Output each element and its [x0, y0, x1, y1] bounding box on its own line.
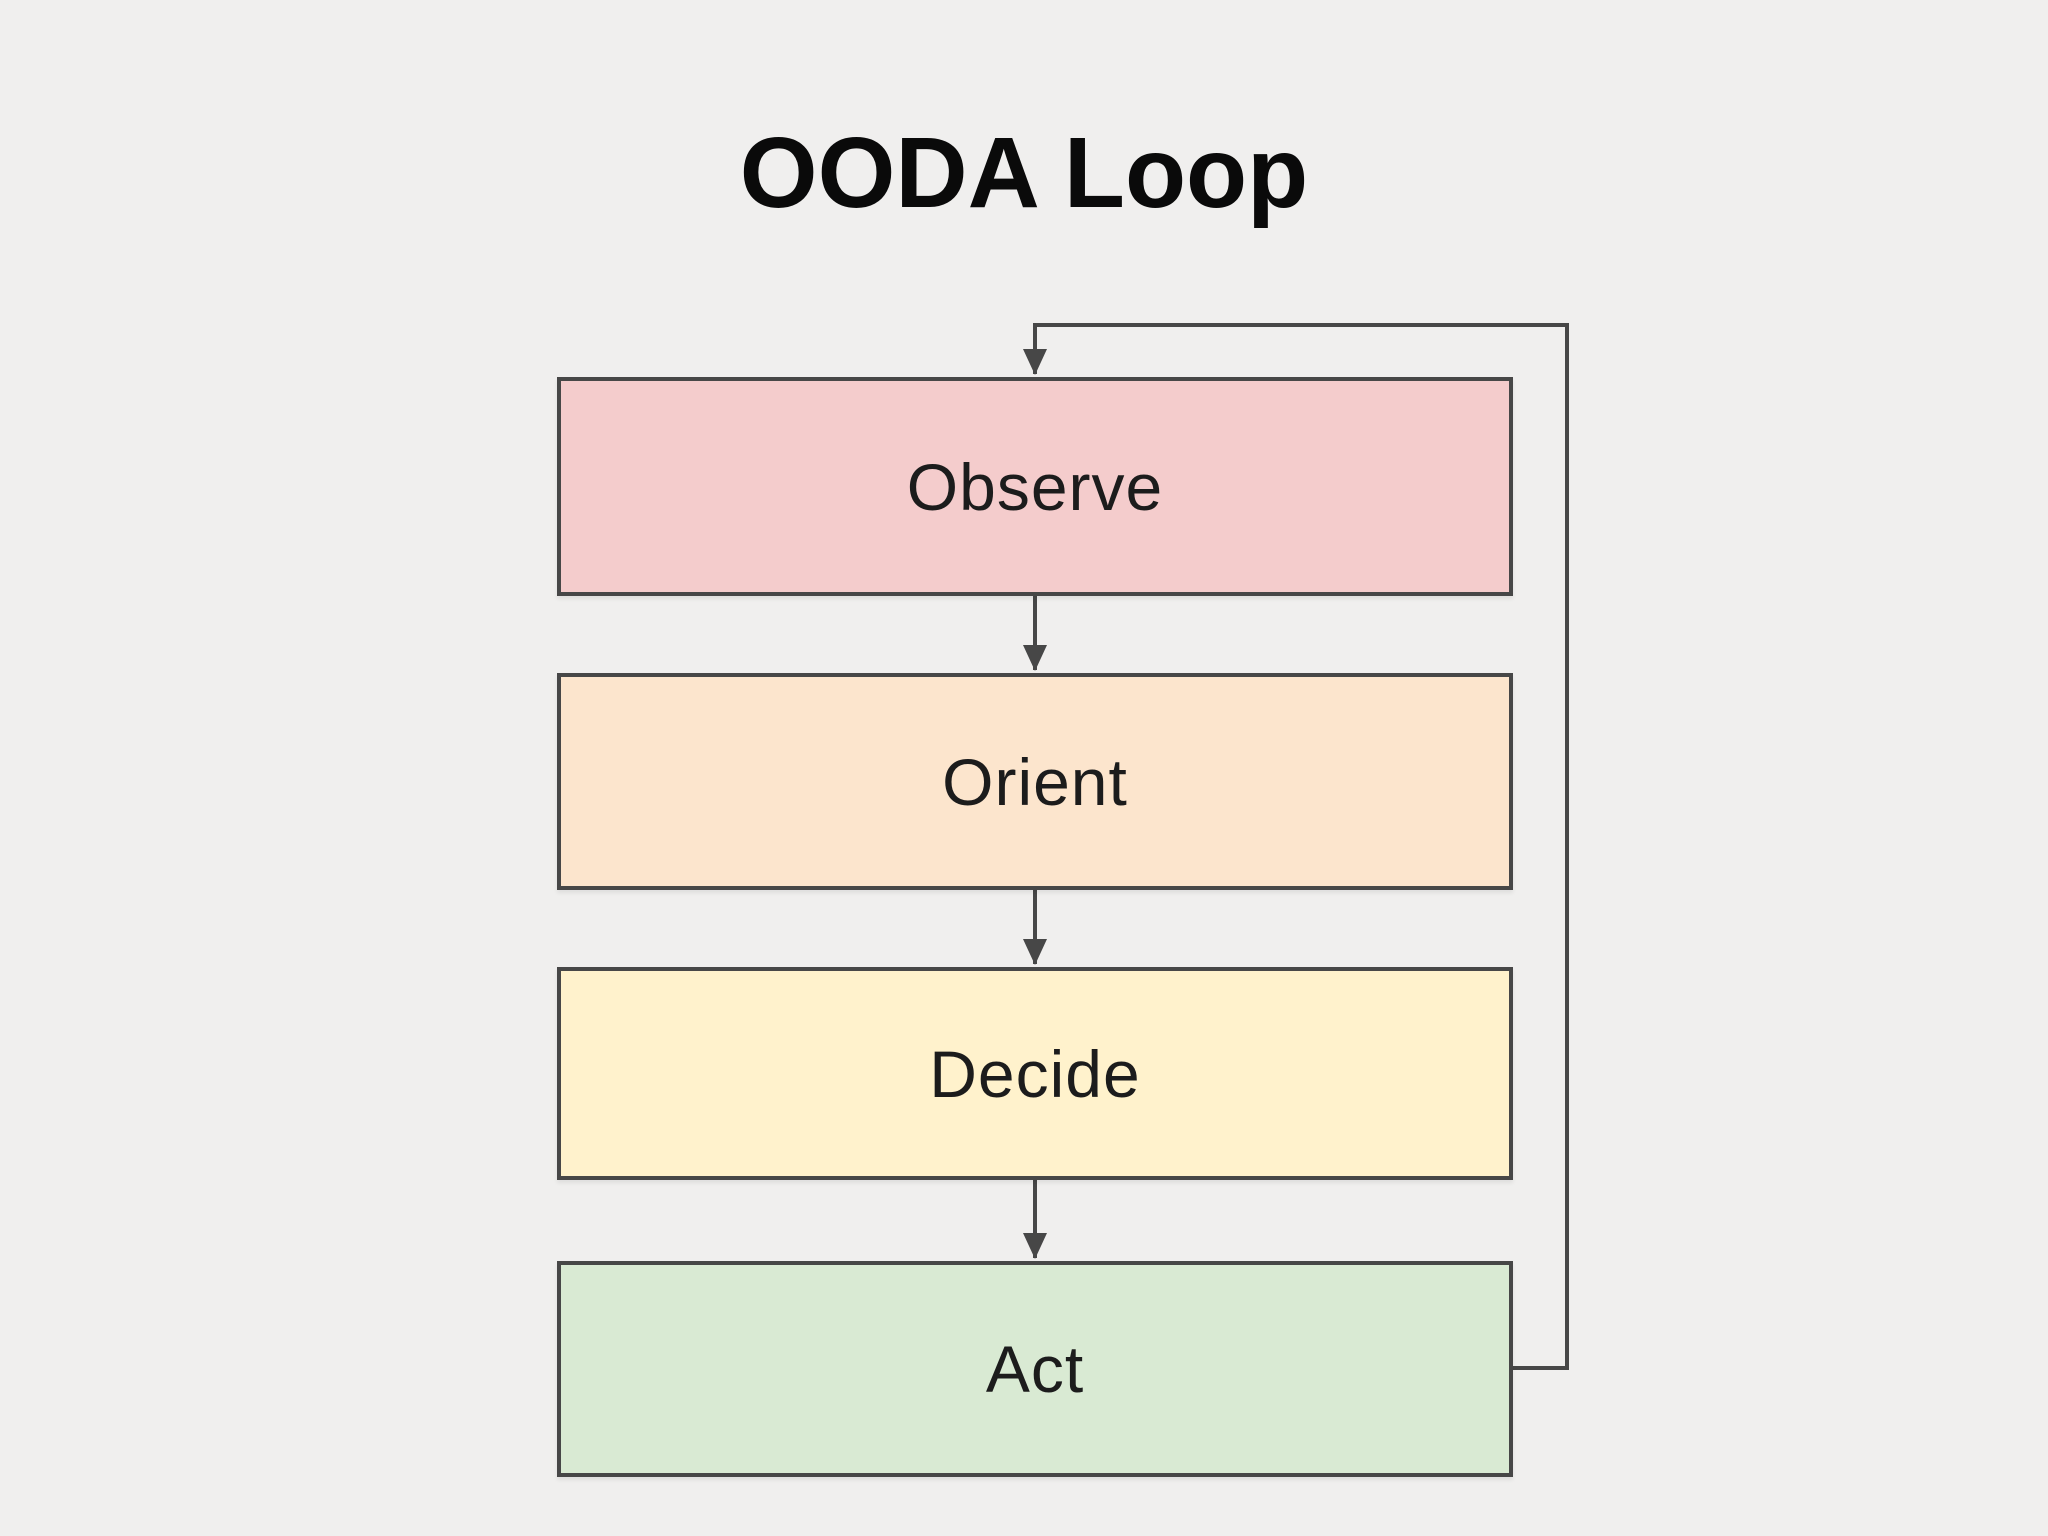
node-observe-label: Observe: [906, 449, 1164, 524]
node-orient: Orient: [557, 673, 1513, 890]
node-decide-label: Decide: [929, 1036, 1141, 1111]
node-act: Act: [557, 1261, 1513, 1477]
diagram-title: OODA Loop: [739, 117, 1309, 229]
node-act-label: Act: [985, 1332, 1085, 1406]
node-orient-label: Orient: [942, 744, 1128, 819]
node-observe: Observe: [557, 377, 1513, 596]
node-decide: Decide: [557, 967, 1513, 1180]
edge-act-feedback-to-observe: [1023, 323, 1569, 1370]
